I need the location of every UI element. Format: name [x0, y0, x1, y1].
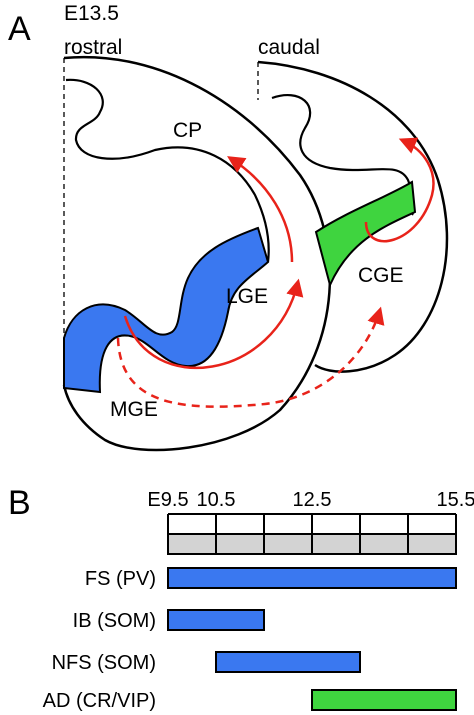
- panel-a-letter: A: [8, 10, 31, 48]
- mge-lge-germinal-zone: [63, 226, 270, 394]
- row-label: FS (PV): [85, 568, 156, 590]
- rostral-hemisphere: [62, 55, 332, 452]
- timeline-tick-label: E9.5: [147, 489, 188, 511]
- lge-label: LGE: [226, 285, 268, 308]
- mge-label: MGE: [110, 398, 158, 421]
- rostral-ventricle: [65, 78, 270, 263]
- timeline-tick-label: 15.5: [437, 489, 474, 511]
- panel-b-letter: B: [8, 484, 31, 522]
- row-label: NFS (SOM): [52, 652, 156, 674]
- timeline: E9.5 10.5 12.5 15.5: [147, 489, 474, 555]
- row-bar: [311, 689, 457, 711]
- row-bar: [167, 567, 457, 589]
- timeline-tick-label: 10.5: [197, 489, 236, 511]
- timeline-rows: FS (PV) IB (SOM) NFS (SOM) AD (CR/VIP): [43, 567, 457, 712]
- rostral-outer-contour: [62, 55, 332, 452]
- row-label: AD (CR/VIP): [43, 690, 156, 712]
- migration-arrows: [116, 137, 435, 408]
- row-bar: [167, 609, 265, 631]
- mge-to-cge-dashed-arrow: [116, 306, 385, 408]
- caudal-label: caudal: [258, 36, 320, 59]
- timeline-tick-label: 12.5: [293, 489, 332, 511]
- caudal-hemisphere: [257, 60, 449, 373]
- cge-to-cortex-arrow: [364, 137, 435, 243]
- mge-to-cortex-arrow: [123, 278, 304, 370]
- rostral-label: rostral: [64, 36, 122, 59]
- caudal-outer-contour: [257, 60, 449, 373]
- stage-label: E13.5: [64, 2, 119, 25]
- row-label: IB (SOM): [73, 610, 156, 632]
- cge-label: CGE: [358, 264, 404, 287]
- lge-to-cp-arrow: [227, 156, 294, 263]
- row-bar: [215, 651, 361, 673]
- cge-germinal-zone: [314, 180, 417, 289]
- cp-label: CP: [173, 119, 202, 142]
